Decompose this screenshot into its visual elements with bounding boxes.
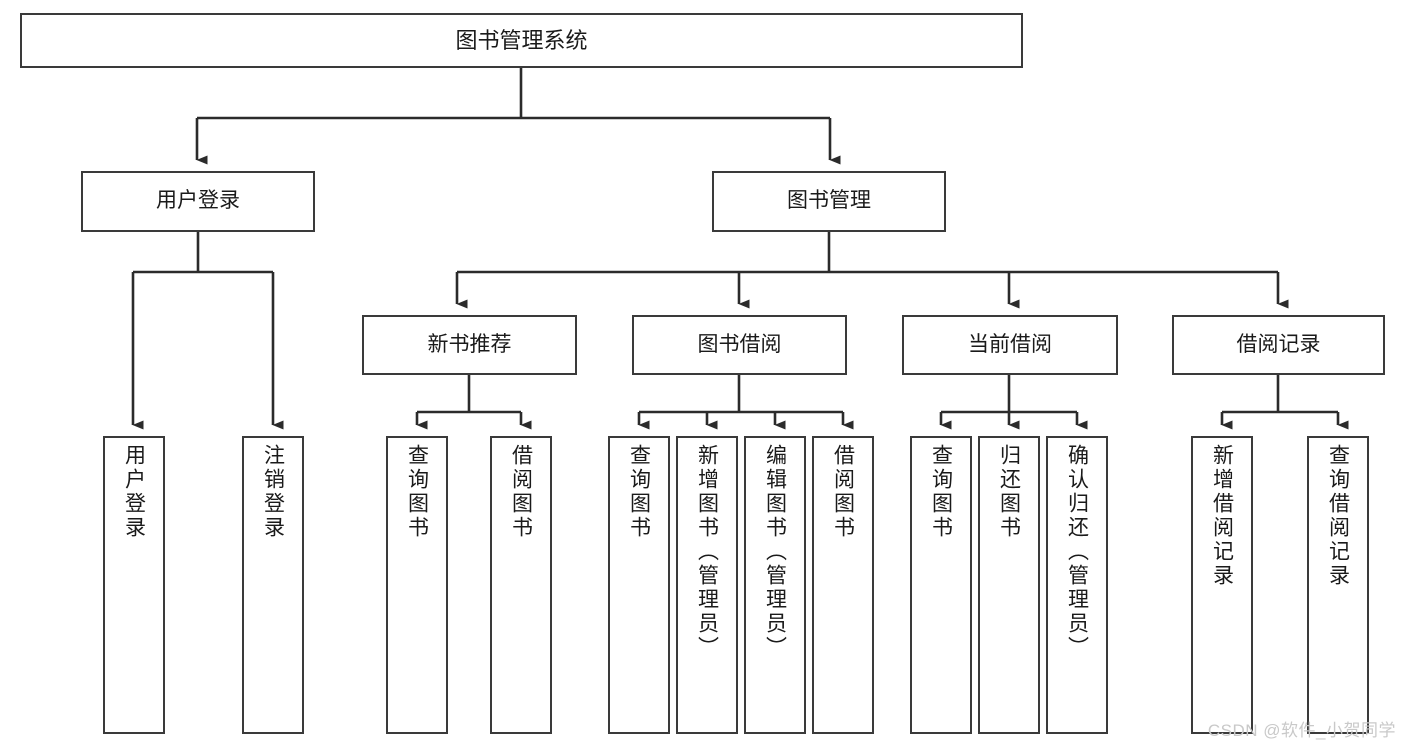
leaf-query-book-recommend[interactable]: 查询图书 [386, 436, 448, 734]
leaf-borrow-book[interactable]: 借阅图书 [812, 436, 874, 734]
node-label: 新增借阅记录 [1210, 444, 1234, 588]
node-label: 新增图书（管理员） [695, 444, 719, 660]
node-current-borrow[interactable]: 当前借阅 [902, 315, 1118, 375]
node-label: 查询图书 [405, 444, 429, 540]
node-label: 确认归还（管理员） [1065, 444, 1089, 660]
node-label: 用户登录 [156, 189, 240, 213]
leaf-query-borrow-record[interactable]: 查询借阅记录 [1307, 436, 1369, 734]
node-book-management[interactable]: 图书管理 [712, 171, 946, 232]
node-book-management-system[interactable]: 图书管理系统 [20, 13, 1023, 68]
node-label: 查询借阅记录 [1326, 444, 1350, 588]
node-user-login[interactable]: 用户登录 [81, 171, 315, 232]
node-label: 用户登录 [122, 444, 146, 540]
node-label: 归还图书 [997, 444, 1021, 540]
leaf-query-book-borrow[interactable]: 查询图书 [608, 436, 670, 734]
leaf-return-book[interactable]: 归还图书 [978, 436, 1040, 734]
node-new-book-recommend[interactable]: 新书推荐 [362, 315, 577, 375]
leaf-add-book-admin[interactable]: 新增图书（管理员） [676, 436, 738, 734]
node-label: 查询图书 [627, 444, 651, 540]
node-label: 新书推荐 [427, 332, 512, 356]
leaf-user-login[interactable]: 用户登录 [103, 436, 165, 734]
watermark-text: CSDN @软件_小贺同学 [1207, 721, 1396, 740]
leaf-edit-book-admin[interactable]: 编辑图书（管理员） [744, 436, 806, 734]
leaf-add-borrow-record[interactable]: 新增借阅记录 [1191, 436, 1253, 734]
node-label: 编辑图书（管理员） [763, 444, 787, 660]
node-label: 当前借阅 [968, 332, 1052, 356]
leaf-confirm-return-admin[interactable]: 确认归还（管理员） [1046, 436, 1108, 734]
node-borrow-record[interactable]: 借阅记录 [1172, 315, 1385, 375]
node-label: 查询图书 [929, 444, 953, 540]
node-label: 图书管理系统 [455, 27, 588, 53]
node-label: 注销登录 [261, 444, 285, 540]
leaf-query-book-current[interactable]: 查询图书 [910, 436, 972, 734]
node-label: 借阅记录 [1236, 332, 1321, 356]
node-label: 借阅图书 [509, 444, 533, 540]
node-label: 图书管理 [787, 189, 871, 213]
node-label: 图书借阅 [697, 332, 782, 356]
node-book-borrow[interactable]: 图书借阅 [632, 315, 847, 375]
leaf-user-logout[interactable]: 注销登录 [242, 436, 304, 734]
node-label: 借阅图书 [831, 444, 855, 540]
leaf-borrow-book-recommend[interactable]: 借阅图书 [490, 436, 552, 734]
